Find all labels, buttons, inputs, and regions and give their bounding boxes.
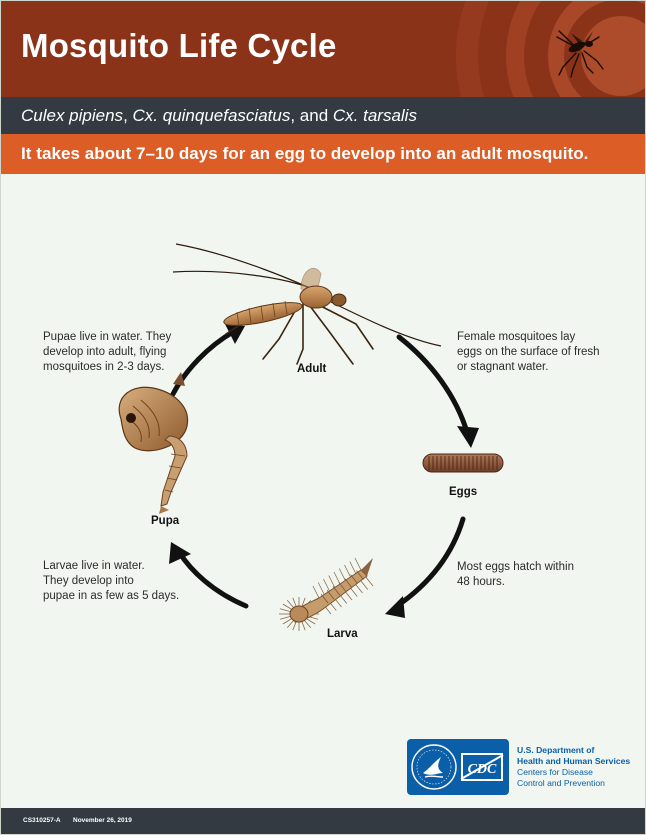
mosquito-icon <box>556 30 604 78</box>
stage-label-eggs: Eggs <box>449 486 478 498</box>
arrow-larva-to-pupa-head <box>169 542 191 564</box>
note-line: eggs on the surface of fresh <box>457 346 600 358</box>
header-banner: Mosquito Life Cycle <box>1 1 645 97</box>
arrow-larva-to-pupa <box>176 549 249 609</box>
species-subtitle: Culex pipiens, Cx. quinquefasciatus, and… <box>21 106 417 126</box>
cycle-arrows <box>169 324 479 618</box>
arrow-adult-to-eggs <box>396 334 470 435</box>
agency-name: U.S. Department of Health and Human Serv… <box>517 745 630 789</box>
cdc-logo-icon: CDC <box>468 762 497 777</box>
note-adult-to-eggs: Female mosquitoes lay eggs on the surfac… <box>457 330 600 375</box>
agency-line: Health and Human Services <box>517 756 631 766</box>
arrow-eggs-to-larva <box>394 516 466 609</box>
species-separator: , and <box>290 106 333 125</box>
note-line: Larvae live in water. <box>43 560 145 572</box>
header-decor-ring <box>506 1 645 97</box>
adult-mosquito-illustration <box>172 243 442 365</box>
stage-label-pupa: Pupa <box>151 515 180 527</box>
header-decor-ring <box>456 1 645 97</box>
life-cycle-graphic <box>118 243 504 631</box>
note-line: They develop into <box>43 575 134 587</box>
agency-line: Control and Prevention <box>517 778 605 788</box>
publication-id: CS310257-A <box>23 817 61 824</box>
hhs-eagle-icon: CDC <box>411 744 504 790</box>
header-decor-core <box>581 16 645 96</box>
larva-illustration <box>279 557 374 631</box>
hhs-cdc-logo: CDC <box>407 739 509 795</box>
egg-raft-illustration <box>422 453 504 473</box>
species-separator: , <box>123 106 133 125</box>
life-cycle-diagram: Pupae live in water. They develop into a… <box>1 174 645 734</box>
species-culex-pipiens: Culex pipiens <box>21 106 124 125</box>
note-line: mosquitoes in 2-3 days. <box>43 361 165 373</box>
species-cx-quinquefasciatus: Cx. quinquefasciatus <box>132 106 291 125</box>
species-cx-tarsalis: Cx. tarsalis <box>332 106 417 125</box>
note-line: Female mosquitoes lay <box>457 331 576 343</box>
footer-bar: CS310257-A November 26, 2019 <box>1 808 645 834</box>
note-line: 48 hours. <box>457 576 505 588</box>
page-title: Mosquito Life Cycle <box>21 27 337 64</box>
note-line: Pupae live in water. They <box>43 331 172 343</box>
tagline: It takes about 7–10 days for an egg to d… <box>21 144 589 163</box>
publication-date: November 26, 2019 <box>73 817 132 824</box>
agency-line: Centers for Disease <box>517 767 593 777</box>
note-larva-to-pupa: Larvae live in water. They develop into … <box>43 559 179 604</box>
note-eggs-to-larva: Most eggs hatch within 48 hours. <box>457 560 574 590</box>
pupa-illustration <box>118 372 189 514</box>
stage-label-larva: Larva <box>327 628 358 640</box>
note-line: or stagnant water. <box>457 361 549 373</box>
arrow-pupa-to-adult-head <box>225 324 245 344</box>
arrow-pupa-to-adult <box>170 329 236 397</box>
species-bar: Culex pipiens, Cx. quinquefasciatus, and… <box>1 97 645 134</box>
arrow-eggs-to-larva-head <box>385 596 405 618</box>
stage-label-adult: Adult <box>297 363 327 375</box>
note-line: develop into adult, flying <box>43 346 167 358</box>
agency-line: U.S. Department of <box>517 745 595 755</box>
note-line: Most eggs hatch within <box>457 561 574 573</box>
arrow-adult-to-eggs-head <box>457 426 479 448</box>
note-line: pupae in as few as 5 days. <box>43 590 180 602</box>
note-pupa-to-adult: Pupae live in water. They develop into a… <box>43 330 171 375</box>
tagline-bar: It takes about 7–10 days for an egg to d… <box>1 134 645 174</box>
